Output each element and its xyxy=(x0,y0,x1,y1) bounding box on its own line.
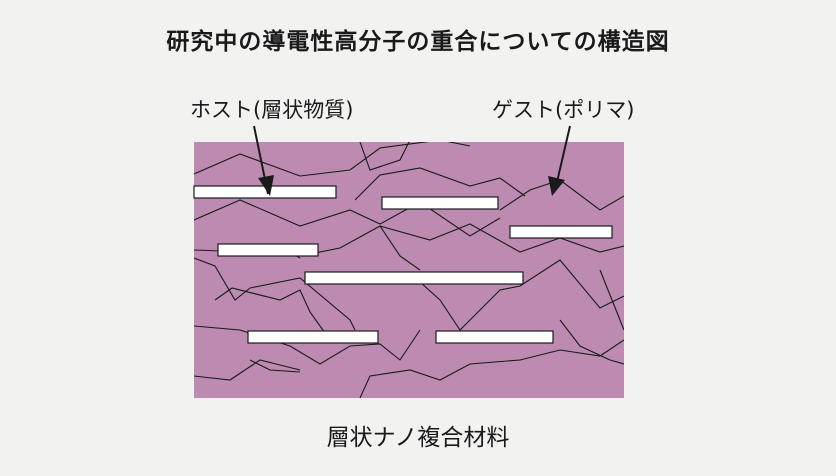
polymer-chain xyxy=(249,359,301,373)
polymer-chain xyxy=(299,223,624,257)
polymer-chain xyxy=(194,359,301,381)
diagram-caption: 層状ナノ複合材料 xyxy=(326,425,510,451)
polymer-chain xyxy=(419,259,624,331)
host-layer xyxy=(381,196,499,210)
polymer-chain xyxy=(379,225,421,271)
polymer-chain xyxy=(354,167,526,201)
diagram-title: 研究中の導電性高分子の重合についての構造図 xyxy=(166,29,670,55)
polymer-chain xyxy=(214,287,331,341)
host-layer xyxy=(217,243,319,257)
polymer-chain xyxy=(194,257,356,331)
guest-arrowhead xyxy=(548,176,565,196)
host-layers xyxy=(193,185,613,344)
guest-label: ゲスト(ポリマ) xyxy=(492,98,635,122)
host-layer xyxy=(304,271,524,285)
polymer-chain xyxy=(599,269,624,331)
host-arrowhead xyxy=(258,175,274,196)
polymer-chain xyxy=(359,339,624,398)
host-layer xyxy=(509,225,613,239)
host-layer xyxy=(247,330,379,344)
polymer-chain xyxy=(559,319,624,365)
polymer-chain xyxy=(194,142,471,177)
host-label: ホスト(層状物質) xyxy=(190,98,354,122)
polymer-chain xyxy=(194,199,501,237)
guest-arrow xyxy=(556,125,571,183)
host-layer xyxy=(435,330,554,344)
polymer-chain xyxy=(359,142,410,171)
